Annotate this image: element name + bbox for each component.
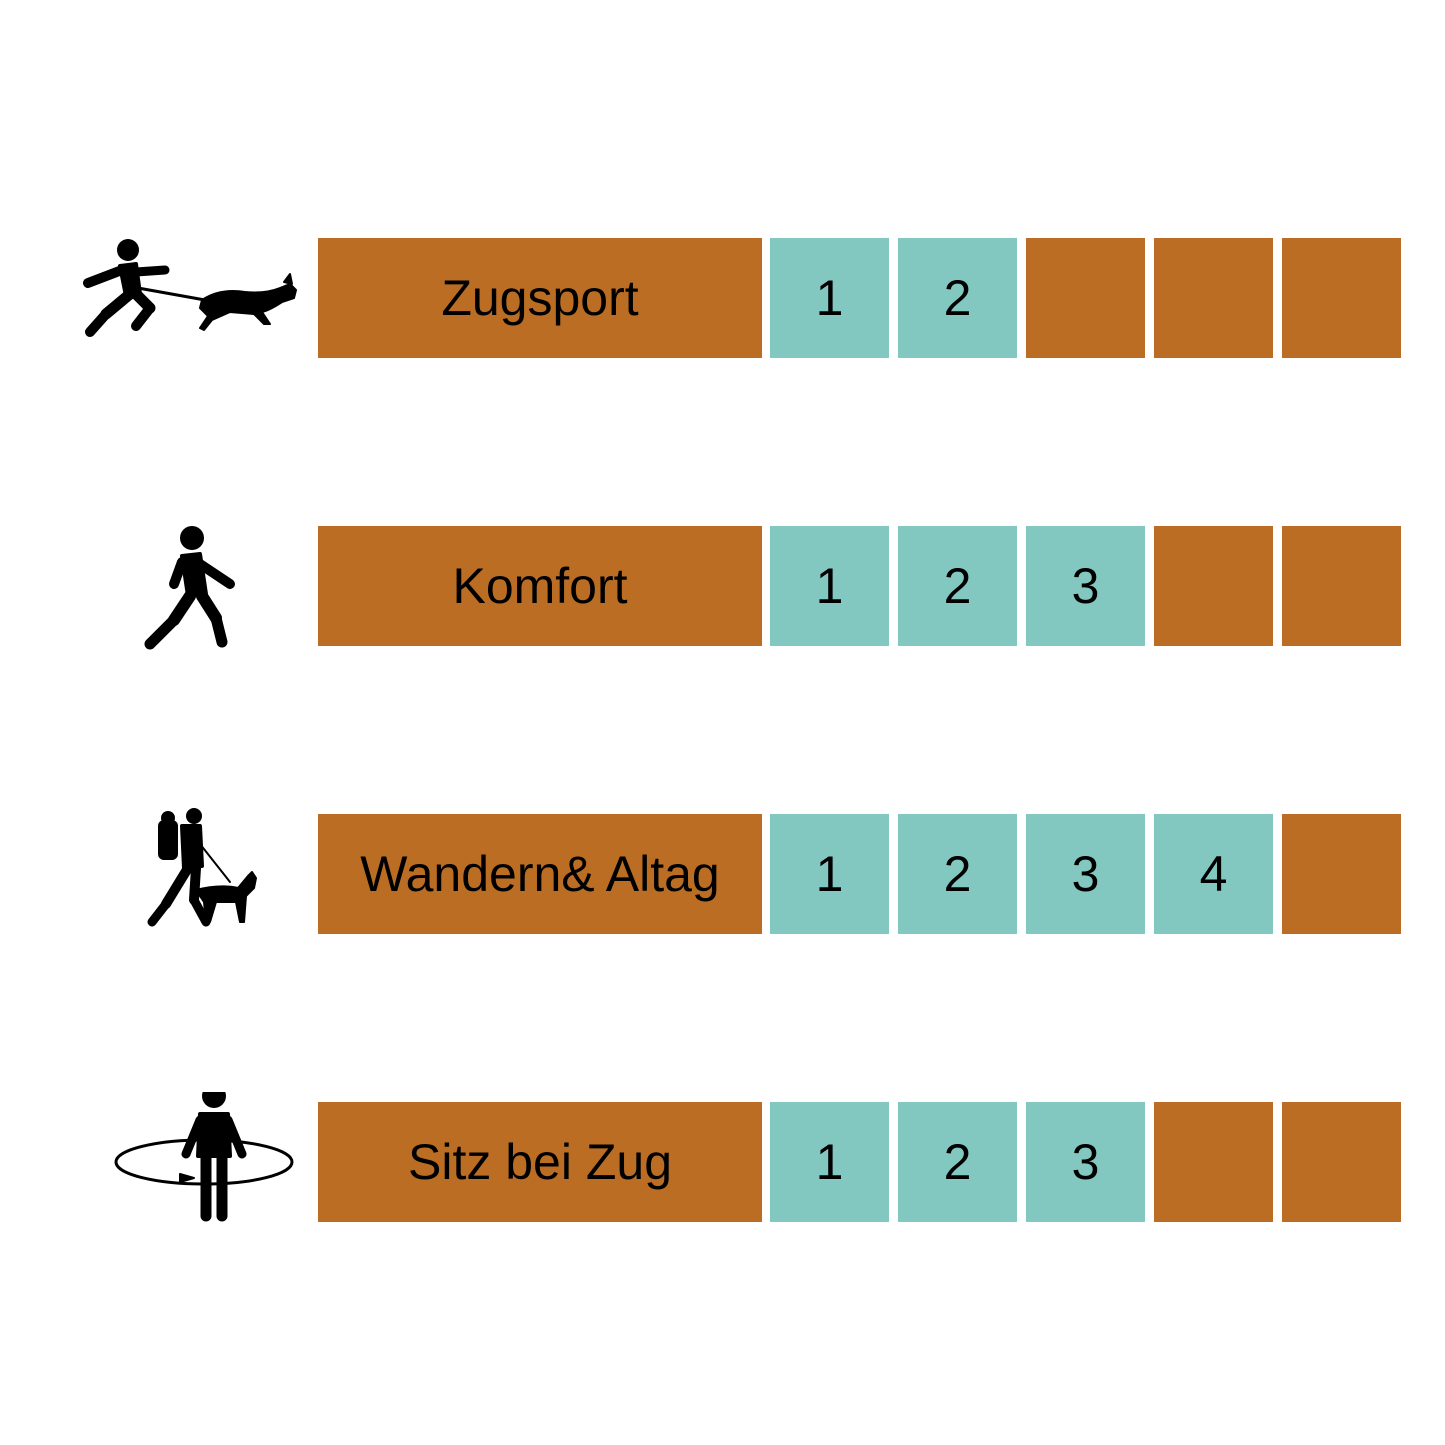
level-cell-4 [1154,1102,1273,1222]
level-cell-3: 3 [1026,526,1145,646]
level-cell-5 [1282,526,1401,646]
row-label: Wandern& Altag [318,814,762,934]
level-cell-4: 4 [1154,814,1273,934]
level-cell-2: 2 [898,238,1017,358]
level-cell-1: 1 [770,814,889,934]
walking-person-icon [70,516,310,656]
row-label: Sitz bei Zug [318,1102,762,1222]
rating-row-komfort: Komfort 1 2 3 [0,526,1445,650]
level-cell-5 [1282,814,1401,934]
level-cell-3: 3 [1026,1102,1145,1222]
level-cell-2: 2 [898,1102,1017,1222]
level-cell-2: 2 [898,814,1017,934]
level-cell-1: 1 [770,1102,889,1222]
level-cell-3: 3 [1026,814,1145,934]
rating-row-zugsport: Zugsport 1 2 [0,238,1445,358]
rating-row-wandern-altag: Wandern& Altag 1 2 3 4 [0,808,1445,934]
row-label: Zugsport [318,238,762,358]
level-cell-1: 1 [770,238,889,358]
hiker-with-dog-icon [70,804,310,944]
level-cell-5 [1282,1102,1401,1222]
canicross-runner-dog-icon [70,228,310,368]
level-cell-5 [1282,238,1401,358]
rating-row-sitz-bei-zug: Sitz bei Zug 1 2 3 [0,1092,1445,1222]
level-cell-1: 1 [770,526,889,646]
level-cell-4 [1154,238,1273,358]
level-cell-4 [1154,526,1273,646]
level-cell-3 [1026,238,1145,358]
level-cell-2: 2 [898,526,1017,646]
row-label: Komfort [318,526,762,646]
person-rotate-icon [70,1092,310,1232]
